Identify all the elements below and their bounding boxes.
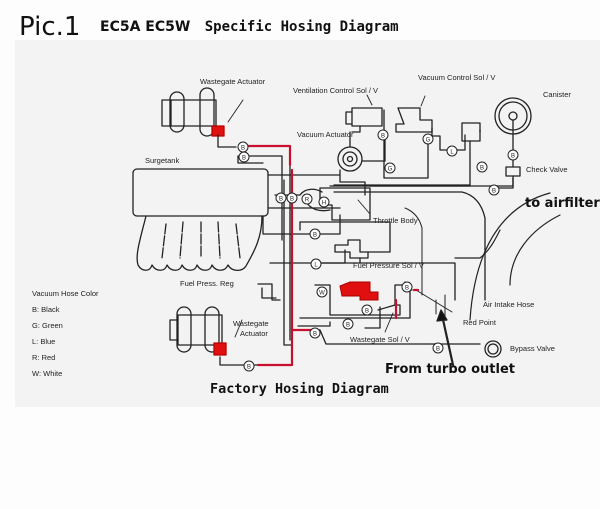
svg-text:G: G (426, 138, 431, 144)
hose-marker: G (384, 162, 396, 174)
ventilation-control-sol (345, 94, 429, 179)
hose-markers: B B B B R H B G G L B B B B L W B B B B … (237, 129, 519, 372)
hose-marker: B (238, 151, 250, 163)
wastegate-actuator-bottom (213, 342, 227, 356)
label-vacuum-actuator: Vacuum Actuator (297, 130, 354, 139)
svg-text:B: B (511, 154, 515, 160)
bypass-valve (484, 340, 502, 358)
svg-text:L: L (450, 150, 454, 156)
legend-item: W: White (32, 369, 63, 378)
hose-color-legend: Vacuum Hose Color B: Black G: Green L: B… (32, 289, 99, 385)
hose-marker: G (422, 133, 434, 145)
svg-text:B: B (381, 134, 385, 140)
hose-marker: B (243, 360, 255, 372)
svg-text:B: B (290, 197, 294, 203)
hose-marker: B (275, 192, 287, 204)
fuel-pressure-sol (299, 221, 456, 301)
hose-marker: B (361, 304, 373, 316)
hose-marker: L (446, 145, 458, 157)
hose-marker: B (377, 129, 389, 141)
svg-text:B: B (480, 166, 484, 172)
hose-marker: B (309, 228, 321, 240)
label-check-valve: Check Valve (526, 165, 568, 174)
footer-caption: Factory Hosing Diagram (210, 381, 389, 397)
hose-marker: R (301, 193, 313, 205)
fuel-press-reg (257, 283, 281, 301)
canister (369, 97, 532, 191)
air-intake-hose (454, 192, 561, 321)
svg-text:B: B (346, 323, 350, 329)
hose-marker: B (286, 192, 298, 204)
turbo-top (161, 87, 217, 137)
label-air-intake-hose: Air Intake Hose (483, 300, 534, 309)
from-turbo-arrow (436, 309, 455, 367)
hose-marker: W (316, 286, 328, 298)
diagram-title: EC5A EC5W Specific Hosing Diagram (100, 19, 399, 35)
svg-text:B: B (241, 146, 245, 152)
hose-marker: B (309, 327, 321, 339)
svg-text:B: B (247, 365, 251, 371)
label-throttle-body: Throttle Body (373, 216, 418, 225)
surgetank (132, 168, 269, 217)
hose-marker: H (318, 196, 330, 208)
annotation-from-turbo: From turbo outlet (385, 362, 515, 377)
svg-text:W: W (319, 291, 325, 297)
hose-marker: L (310, 258, 322, 270)
turbo-bottom (169, 306, 259, 366)
label-vacuum-control-sol: Vacuum Control Sol / V (418, 73, 495, 82)
label-wastegate-bottom-1: Wastegate (233, 319, 269, 328)
svg-text:B: B (365, 309, 369, 315)
pic-label: Pic.1 (19, 12, 81, 42)
svg-text:B: B (492, 189, 496, 195)
hose-marker: B (432, 342, 444, 354)
diagram-subtitle: Specific Hosing Diagram (204, 19, 399, 35)
vacuum-control-sol (333, 95, 481, 186)
legend-item: G: Green (32, 321, 63, 330)
svg-text:H: H (322, 201, 326, 207)
label-fuel-pressure-sol: Fuel Pressure Sol / V (353, 261, 424, 270)
check-valve (505, 166, 521, 177)
hose-marker: B (488, 184, 500, 196)
label-wastegate-sol: Wastegate Sol / V (350, 335, 410, 344)
svg-text:B: B (405, 286, 409, 292)
svg-text:B: B (313, 332, 317, 338)
model-codes: EC5A EC5W (100, 19, 191, 35)
throttle-body (319, 185, 486, 301)
svg-text:G: G (388, 167, 393, 173)
svg-text:L: L (314, 263, 318, 269)
hose-marker: B (401, 281, 413, 293)
label-red-point: Red Point (463, 318, 497, 327)
label-bypass-valve: Bypass Valve (510, 344, 555, 353)
svg-text:B: B (279, 197, 283, 203)
label-ventilation-control-sol: Ventilation Control Sol / V (293, 86, 378, 95)
wastegate-sol-valve (339, 281, 379, 301)
legend-item: R: Red (32, 353, 56, 362)
hose-marker: B (342, 318, 354, 330)
legend-title: Vacuum Hose Color (32, 289, 99, 298)
svg-text:B: B (242, 156, 246, 162)
hose-marker: B (476, 161, 488, 173)
annotation-to-airfilter: to airfilter (525, 196, 600, 211)
label-fuel-press-reg: Fuel Press. Reg (180, 279, 234, 288)
label-canister: Canister (543, 90, 571, 99)
label-surgetank: Surgetank (145, 156, 179, 165)
red-hose (246, 144, 420, 367)
label-wastegate-actuator-top: Wastegate Actuator (200, 77, 266, 86)
legend-item: L: Blue (32, 337, 56, 346)
hose-marker: B (507, 149, 519, 161)
svg-text:R: R (305, 198, 310, 204)
hose-marker: B (237, 141, 249, 153)
label-wastegate-bottom-2: Actuator (240, 329, 268, 338)
svg-text:B: B (313, 233, 317, 239)
legend-item: B: Black (32, 305, 60, 314)
intake-runners (136, 215, 263, 272)
svg-text:B: B (436, 347, 440, 353)
